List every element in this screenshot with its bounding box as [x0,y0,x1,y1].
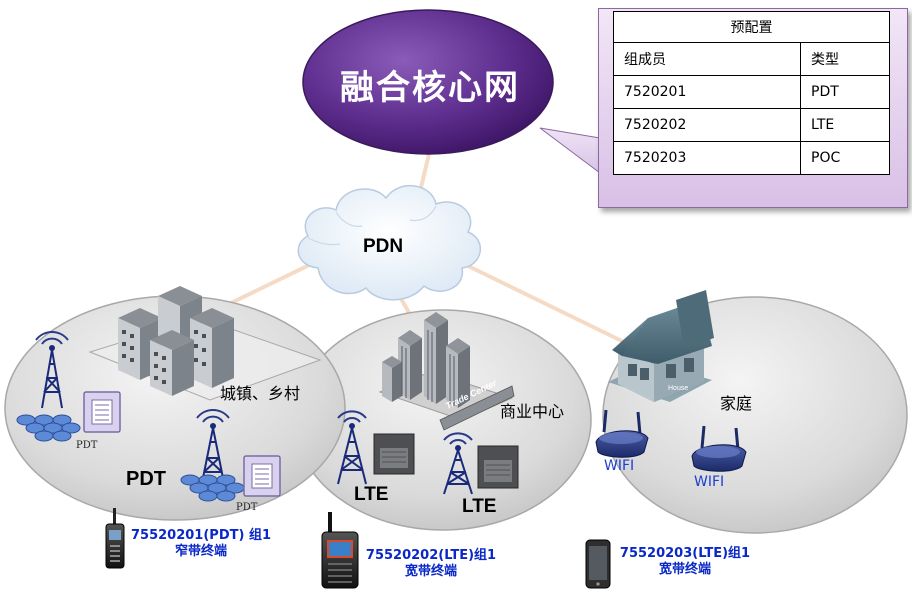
terminal-label-3: 75520203(LTE)组1 宽带终端 [614,546,756,578]
preconfig-panel: 预配置 组成员 类型 7520201 PDT 7520202 LTE 75202… [598,8,908,208]
wifi-router-icon-2 [691,425,747,472]
house-sign: House [668,385,689,392]
terminal-3-type: 宽带终端 [658,562,711,577]
terminal-label-2: 75520202(LTE)组1 宽带终端 [358,548,504,580]
lte-tower-icon-2 [443,432,473,495]
core-network-ellipse [302,9,554,155]
table-row: 7520202 LTE [613,108,890,142]
pdt-device-label-2: PDT [236,502,258,513]
pdn-cloud [297,184,482,301]
lte-base-station-icon-1 [373,433,415,475]
smartphone-icon [585,539,611,589]
lte-handset-icon [321,512,359,589]
business-zone-label: 商业中心 [500,402,565,421]
wifi-router-icon-1 [595,409,649,458]
column-header-member: 组成员 [613,42,801,76]
terminal-2-type: 宽带终端 [404,564,457,579]
pdt-tower-icon-2 [196,409,230,489]
lte-base-station-icon-2 [477,445,519,489]
house-icon [608,290,714,402]
member-cell: 7520202 [613,108,801,142]
table-header-row: 组成员 类型 [613,42,890,76]
wifi-label-2: WIFI [694,474,725,490]
pdt-base-station-icon-1 [16,391,121,442]
core-network-label: 融合核心网 [340,68,520,108]
type-cell: POC [800,141,890,175]
terminal-3-id: 75520203(LTE)组1 [619,546,751,561]
town-tech-label: PDT [126,468,166,490]
lte-tower-icon-1 [337,410,367,485]
town-zone-label: 城镇、乡村 [220,384,301,403]
type-cell: LTE [800,108,890,142]
pdt-radio-icon [105,508,125,569]
table-title-row: 预配置 [613,11,890,43]
table-row: 7520203 POC [613,141,890,175]
pdt-tower-icon-1 [35,331,69,409]
pdt-device-label-1: PDT [76,440,98,451]
town-buildings-icon [118,286,234,396]
terminal-1-id: 75520201(PDT) 组1 [130,528,271,543]
column-header-type: 类型 [800,42,890,76]
terminal-2-id: 75520202(LTE)组1 [365,548,497,563]
terminal-1-type: 窄带终端 [174,544,227,559]
lte-label-2: LTE [462,496,497,517]
type-cell: PDT [800,75,890,109]
table-title: 预配置 [613,11,890,43]
pdt-base-station-icon-2 [180,455,281,502]
table-row: 7520201 PDT [613,75,890,109]
member-cell: 7520203 [613,141,801,175]
terminal-label-1: 75520201(PDT) 组1 窄带终端 [126,528,276,560]
lte-label-1: LTE [354,484,389,505]
preconfig-table: 预配置 组成员 类型 7520201 PDT 7520202 LTE 75202… [613,11,890,175]
home-zone-label: 家庭 [720,394,753,413]
member-cell: 7520201 [613,75,801,109]
pdn-label: PDN [363,236,404,257]
link-pdn-home [459,260,631,347]
trade-center-building-icon [378,312,515,431]
wifi-label-1: WIFI [604,458,635,474]
